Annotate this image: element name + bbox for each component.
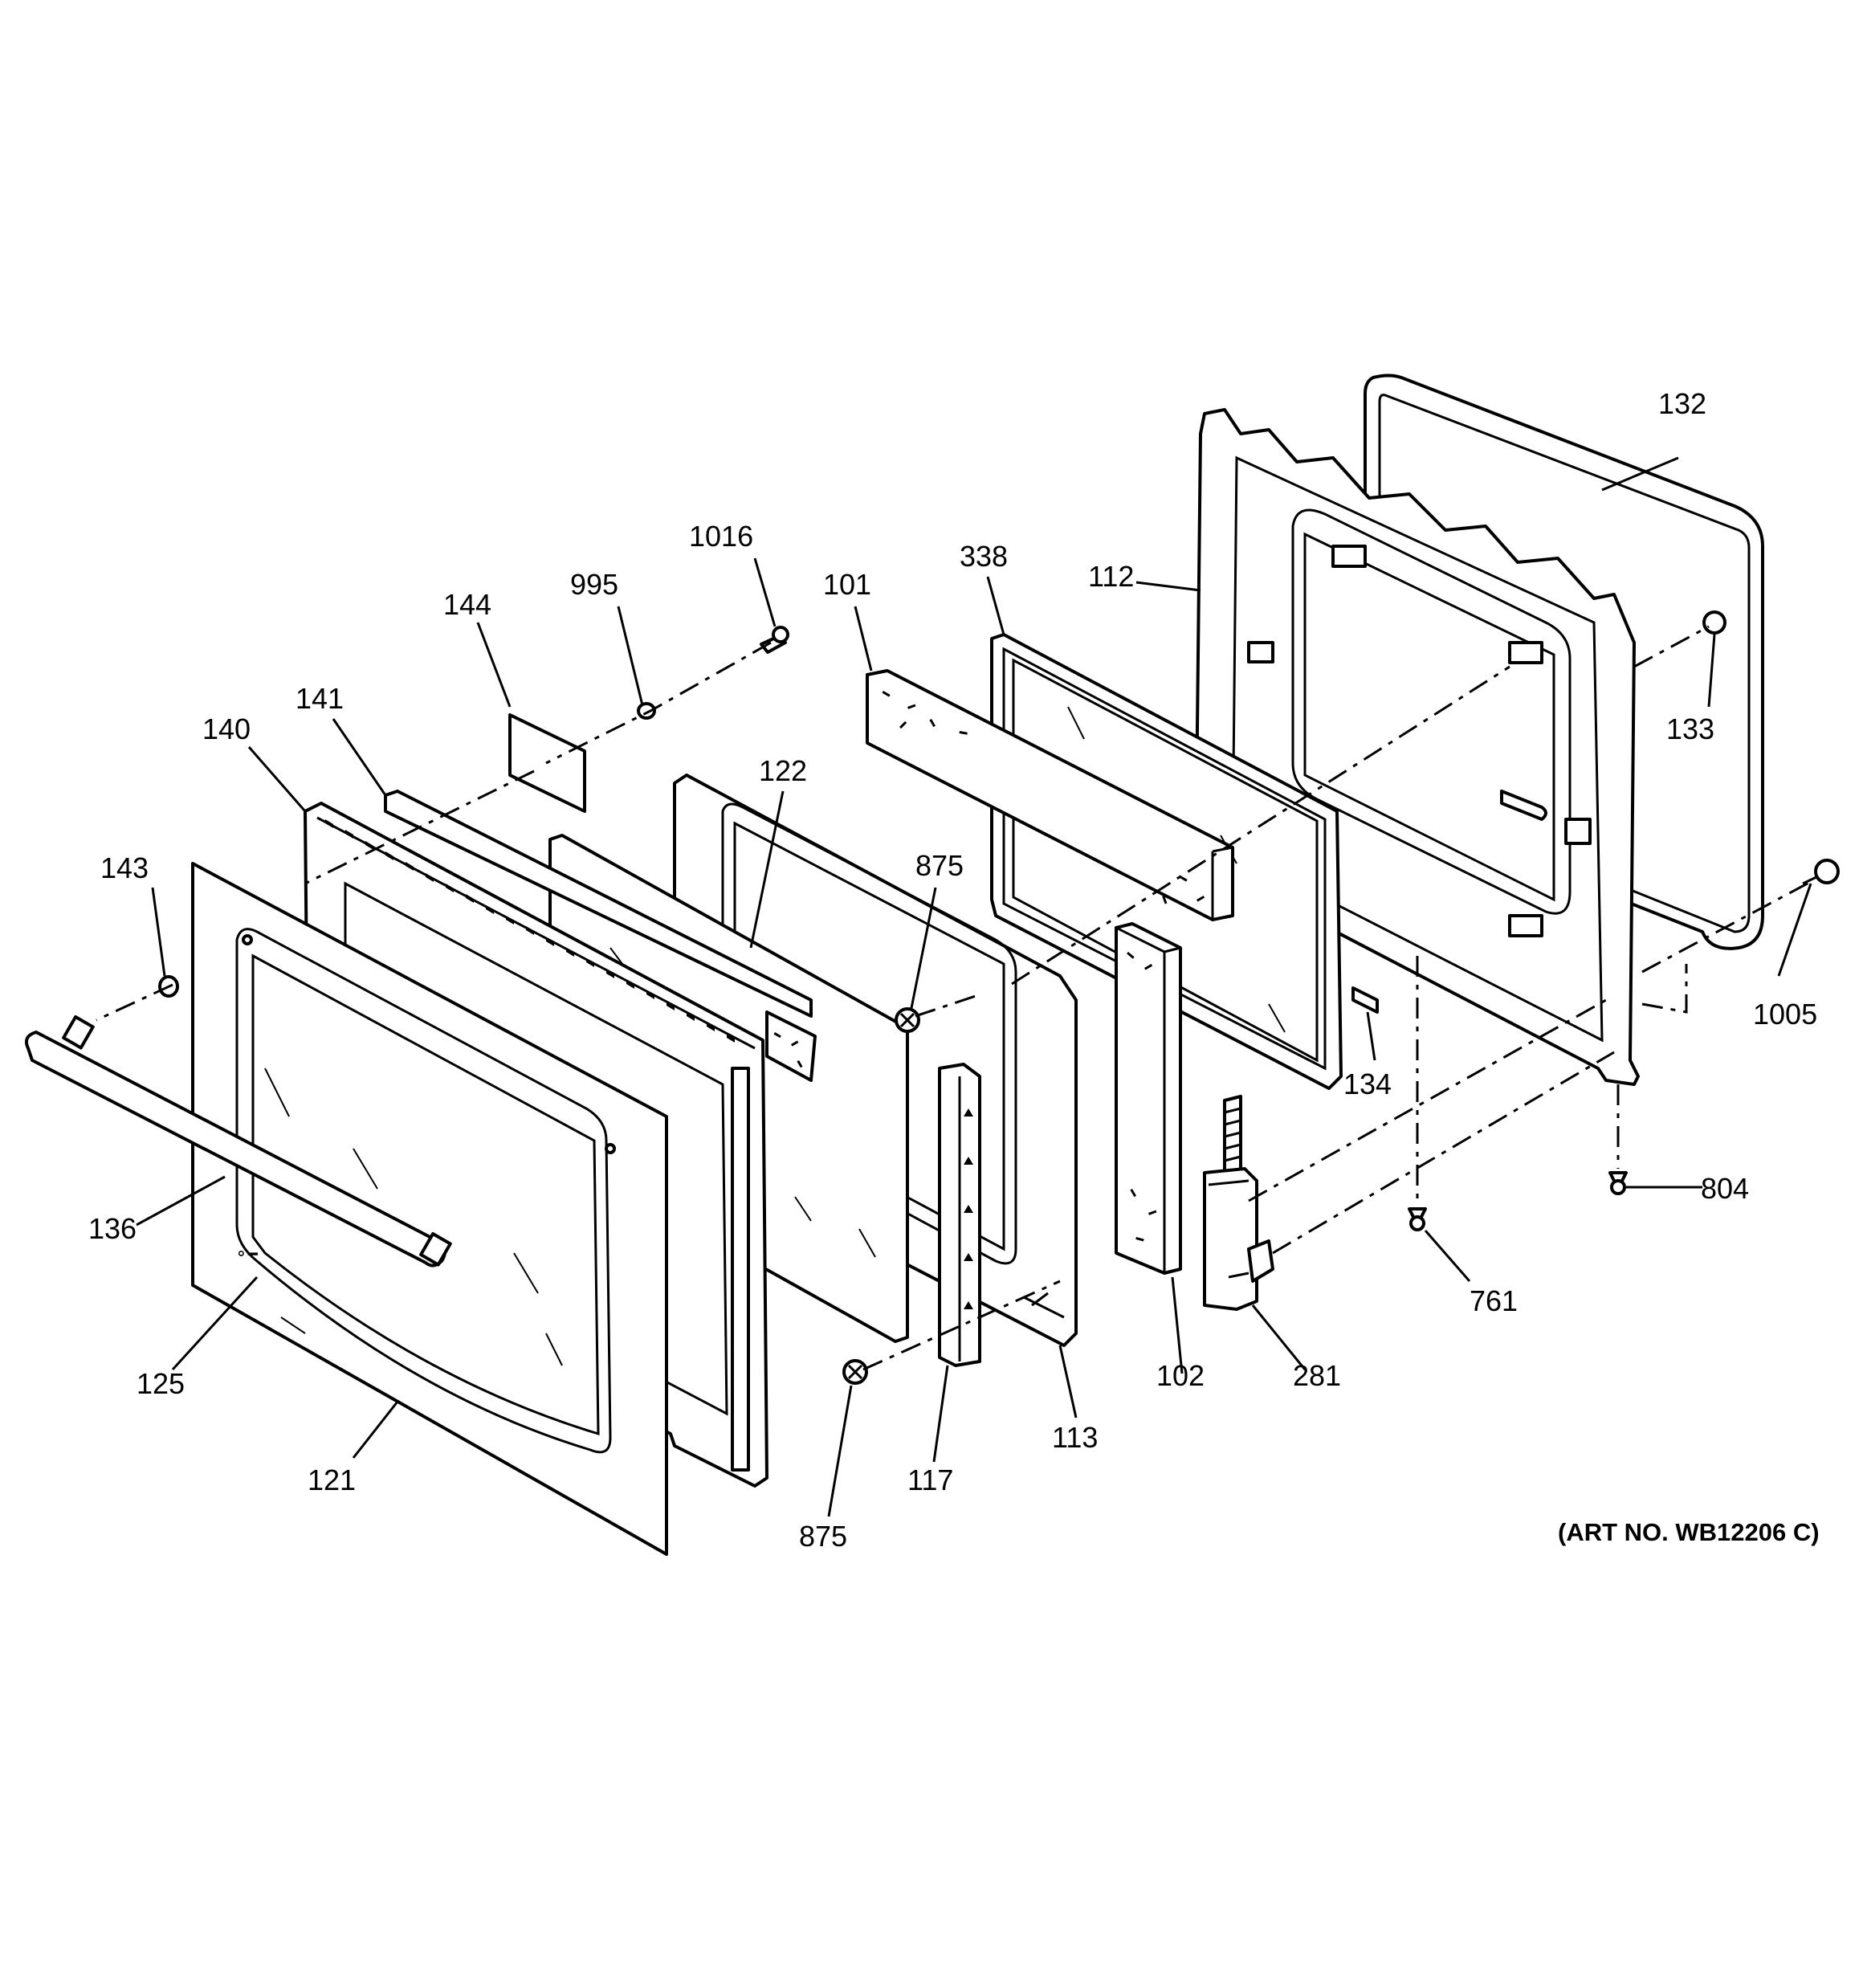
callout-804: 804 bbox=[1701, 1172, 1749, 1205]
callout-101: 101 bbox=[823, 568, 871, 601]
callout-113: 113 bbox=[1052, 1421, 1098, 1454]
callout-1005: 1005 bbox=[1753, 998, 1817, 1031]
part-101-insulation-top bbox=[866, 669, 1234, 921]
door-brand-badge: ⚬━ bbox=[234, 1246, 259, 1263]
callout-136: 136 bbox=[88, 1212, 137, 1245]
callout-121: 121 bbox=[308, 1463, 356, 1496]
inner-door-bracket bbox=[1331, 545, 1367, 568]
art-number: (ART NO. WB12206 C) bbox=[1558, 1518, 1820, 1546]
inner-door-bracket bbox=[1508, 914, 1543, 937]
callout-875-upper: 875 bbox=[915, 849, 964, 882]
part-281-door-hinge bbox=[1203, 1095, 1274, 1311]
callout-140: 140 bbox=[202, 712, 251, 745]
part-134-clip bbox=[1351, 986, 1379, 1014]
callout-102: 102 bbox=[1156, 1359, 1205, 1392]
callout-117: 117 bbox=[907, 1463, 953, 1496]
callout-125: 125 bbox=[137, 1367, 185, 1400]
leader-lines bbox=[136, 456, 1812, 1517]
callout-133: 133 bbox=[1666, 712, 1714, 745]
screw-1005 bbox=[1802, 859, 1840, 885]
screw-133 bbox=[1702, 610, 1726, 635]
callout-995: 995 bbox=[570, 568, 618, 601]
callout-112: 112 bbox=[1088, 560, 1134, 593]
washer-995 bbox=[637, 702, 656, 720]
vent-slots bbox=[325, 819, 735, 1043]
part-136-door-handle bbox=[25, 1015, 452, 1268]
callout-1016: 1016 bbox=[689, 520, 753, 553]
callout-141: 141 bbox=[296, 682, 344, 715]
screw-875-upper bbox=[895, 1007, 920, 1033]
part-117-hinge-channel bbox=[938, 1063, 981, 1367]
callout-281: 281 bbox=[1293, 1359, 1341, 1392]
inner-door-bracket bbox=[1564, 818, 1592, 845]
screw-804 bbox=[1608, 1171, 1628, 1195]
callout-144: 144 bbox=[443, 588, 491, 621]
inner-door-bracket bbox=[1508, 641, 1543, 664]
callout-132: 132 bbox=[1658, 387, 1706, 420]
callout-143: 143 bbox=[100, 851, 149, 884]
screw-761 bbox=[1408, 1207, 1427, 1231]
inner-door-bracket bbox=[1247, 641, 1274, 663]
callout-134: 134 bbox=[1343, 1067, 1392, 1100]
callout-labels: 132 133 112 338 101 1016 995 144 141 140… bbox=[88, 387, 1820, 1553]
part-102-insulation-side bbox=[1115, 922, 1182, 1275]
callout-761: 761 bbox=[1470, 1284, 1518, 1317]
part-141-vent-trim bbox=[384, 790, 813, 1018]
door-frame-side-rail bbox=[731, 1067, 750, 1472]
screw-875-lower bbox=[842, 1359, 868, 1385]
callout-338: 338 bbox=[960, 540, 1008, 573]
callout-875-lower: 875 bbox=[799, 1520, 847, 1553]
screw-1016 bbox=[760, 626, 789, 654]
callout-122: 122 bbox=[759, 754, 807, 787]
